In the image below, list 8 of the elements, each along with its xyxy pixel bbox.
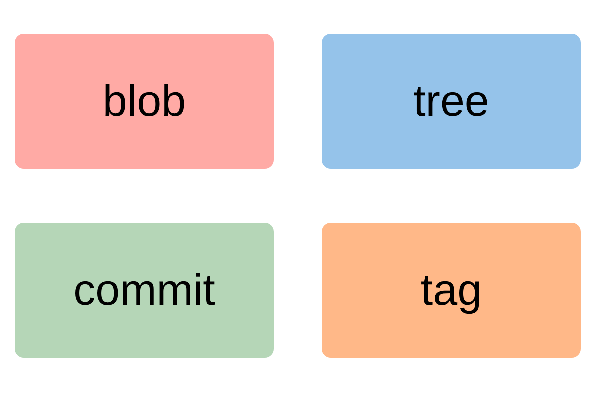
label-box <box>15 34 274 169</box>
box-label: tag <box>420 266 482 316</box>
label-box <box>322 223 581 358</box>
label-box <box>322 34 581 169</box>
box-label: tree <box>414 76 490 126</box>
label-box <box>15 223 274 358</box>
box-label: commit <box>74 266 216 316</box>
box-label: blob <box>102 76 186 126</box>
